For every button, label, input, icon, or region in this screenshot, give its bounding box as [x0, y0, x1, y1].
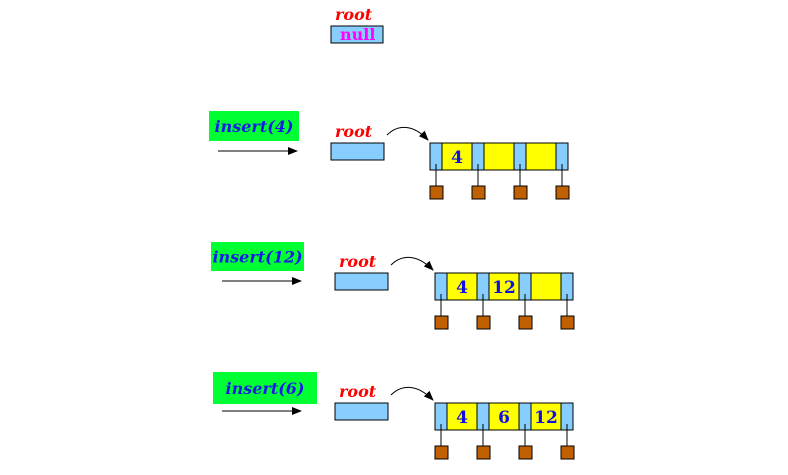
key-cell: [483, 142, 515, 171]
root-pointer-box: [334, 272, 389, 291]
null-label: null: [340, 25, 375, 44]
child-node: [476, 315, 491, 330]
root-pointer-box: [330, 25, 384, 44]
insert-step: insert(12) root 4 12: [211, 242, 575, 330]
child-node: [476, 445, 491, 460]
initial-state: root null: [330, 5, 384, 44]
root-pointer-box: [330, 142, 385, 161]
btree-node: 4: [429, 142, 570, 200]
root-label: root: [339, 382, 377, 401]
operation-label: insert(4): [215, 117, 294, 136]
child-node: [434, 445, 449, 460]
root-label: root: [335, 5, 373, 24]
child-node: [434, 315, 449, 330]
btree-node: 4 6 12: [434, 402, 575, 460]
key-value: 6: [498, 408, 510, 428]
operation-label: insert(6): [226, 379, 305, 398]
root-pointer-box: [334, 402, 389, 421]
key-value: 4: [456, 408, 468, 428]
operation-box: [209, 111, 299, 141]
root-label: root: [339, 252, 377, 271]
child-node: [513, 185, 528, 200]
insert-step: insert(6) root 4 6 12: [213, 372, 575, 460]
key-cell: [488, 272, 520, 301]
root-pointer-arrow-icon: [390, 386, 434, 401]
key-cell: [525, 142, 557, 171]
child-node: [555, 185, 570, 200]
key-value: 4: [456, 278, 468, 298]
insert-step: insert(4) root 4: [209, 111, 570, 200]
key-cell: [530, 402, 562, 431]
key-cell: [530, 272, 562, 301]
key-cell: [446, 402, 478, 431]
child-node: [429, 185, 444, 200]
operation-label: insert(12): [212, 248, 302, 267]
btree-node: 4 12: [434, 272, 575, 330]
child-node: [518, 315, 533, 330]
root-pointer-arrow-icon: [386, 126, 429, 141]
root-pointer-arrow-icon: [390, 256, 434, 271]
key-value: 4: [451, 148, 463, 168]
key-value: 12: [534, 408, 558, 428]
key-value: 12: [492, 278, 516, 298]
child-node: [518, 445, 533, 460]
key-cell: [488, 402, 520, 431]
operation-box: [213, 372, 317, 404]
operation-box: [211, 242, 304, 271]
child-node: [560, 315, 575, 330]
child-node: [560, 445, 575, 460]
root-label: root: [335, 122, 373, 141]
child-node: [471, 185, 486, 200]
